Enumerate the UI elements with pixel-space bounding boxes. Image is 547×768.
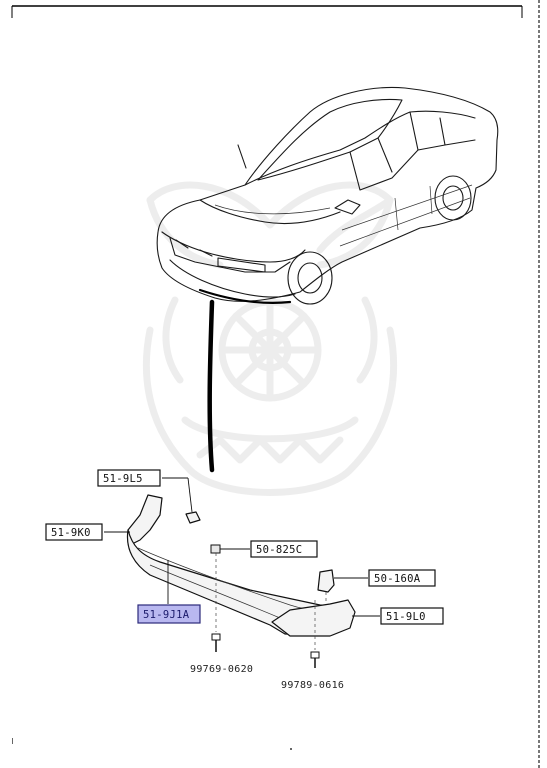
fastener-part-number[interactable]: 99769-0620 — [190, 664, 253, 675]
callout-label: 51-9K0 — [51, 527, 91, 539]
callout-50-825C[interactable]: 50-825C — [250, 540, 318, 558]
callout-label: 51-9L5 — [103, 473, 143, 485]
leader-car-to-bumper — [207, 299, 215, 473]
callout-51-9L5[interactable]: 51-9L5 — [97, 469, 161, 487]
callout-50-160A[interactable]: 50-160A — [368, 569, 436, 587]
watermark-emblem — [142, 181, 398, 496]
car-illustration — [156, 86, 499, 305]
callout-label: 51-9L0 — [386, 611, 426, 623]
bolt-left — [211, 633, 221, 652]
callout-leaders — [104, 477, 380, 617]
clip-part — [210, 544, 221, 554]
callout-label: 50-825C — [256, 544, 302, 556]
fastener-part-number[interactable]: 99789-0616 — [281, 680, 344, 691]
bolt-right — [310, 651, 320, 668]
callout-label: 50-160A — [374, 573, 421, 585]
scan-marks — [12, 738, 292, 750]
callout-51-9L0[interactable]: 51-9L0 — [380, 607, 444, 625]
callout-51-9J1A[interactable]: 51-9J1A — [137, 604, 201, 624]
callout-label: 51-9J1A — [143, 609, 190, 621]
page-frame — [11, 0, 540, 768]
bumper-assembly — [126, 494, 356, 668]
callout-51-9K0[interactable]: 51-9K0 — [45, 523, 103, 541]
